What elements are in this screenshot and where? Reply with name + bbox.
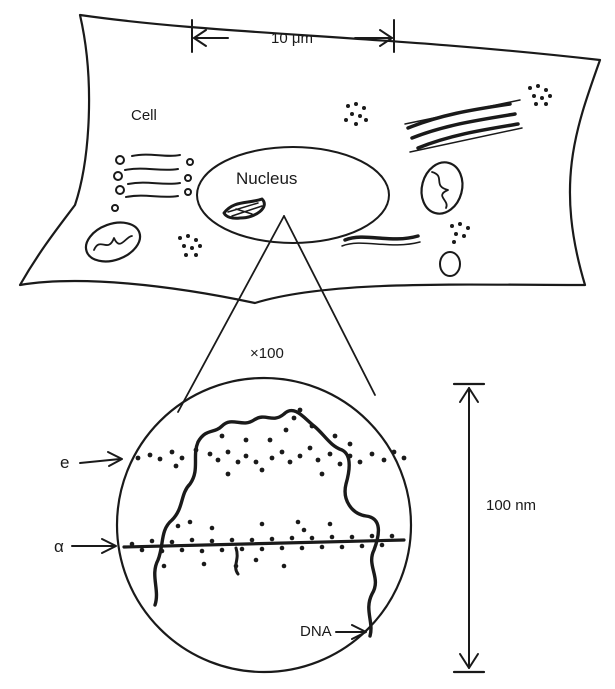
endoplasmic-reticulum-left	[112, 155, 193, 211]
magnification-label: ×100	[250, 345, 284, 362]
scale-bar-side: 100 nm	[454, 384, 536, 672]
scale-bar-side-label: 100 nm	[486, 497, 536, 514]
vesicle	[440, 252, 460, 276]
nucleus-label: Nucleus	[236, 169, 297, 188]
dna-branch	[236, 548, 238, 574]
ribosome-cluster-top-middle	[344, 102, 368, 126]
cell-outline	[20, 15, 600, 303]
cell-label: Cell	[131, 107, 157, 124]
dna-label: DNA	[300, 623, 332, 640]
er-strand-lower	[342, 236, 420, 246]
ribosome-cluster-right	[450, 222, 470, 244]
mitochondrion-right	[416, 158, 468, 219]
chromatin-blob	[224, 199, 264, 218]
ribosome-cluster-top-right	[528, 84, 552, 106]
mitochondrion-left	[81, 216, 146, 269]
dna-pointer: DNA	[300, 623, 366, 640]
alpha-label: α	[54, 537, 64, 556]
e-pointer: e	[60, 452, 122, 472]
scale-bar-top-label: 10 μm	[271, 30, 313, 47]
rough-er-upper-right	[405, 100, 522, 152]
e-label: e	[60, 453, 69, 472]
nucleus-outline	[197, 147, 389, 243]
ribosome-cluster-left	[178, 234, 202, 257]
scale-bar-top: 10 μm	[192, 20, 394, 52]
alpha-pointer: α	[54, 537, 116, 556]
